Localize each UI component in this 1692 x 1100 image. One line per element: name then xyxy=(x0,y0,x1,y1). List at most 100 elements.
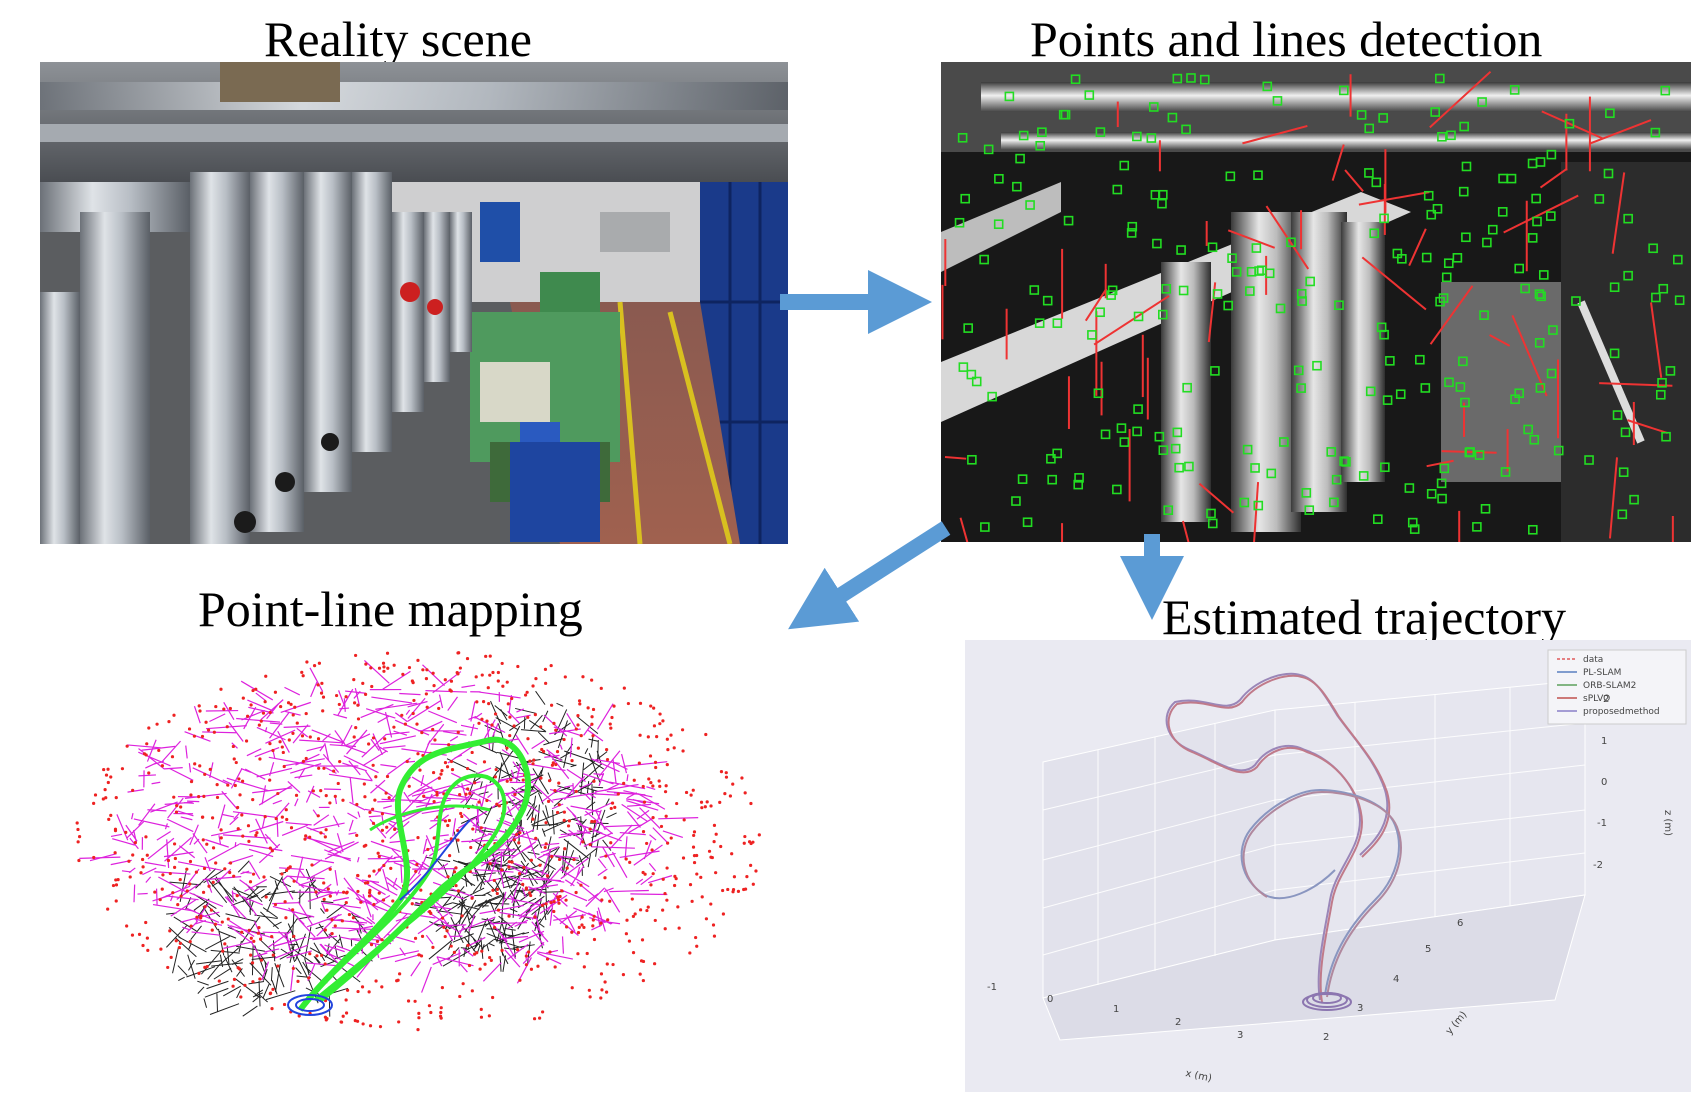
map-point xyxy=(485,798,489,803)
map-line xyxy=(488,835,514,858)
detected-line xyxy=(1539,167,1568,189)
detected-point xyxy=(1262,81,1273,92)
map-black-line xyxy=(497,723,508,751)
map-black-line xyxy=(186,966,216,978)
detected-point xyxy=(1084,90,1095,100)
map-point xyxy=(695,853,699,858)
map-point xyxy=(300,670,304,674)
map-point xyxy=(435,793,439,797)
detected-point xyxy=(1158,445,1169,455)
map-point xyxy=(478,967,482,971)
map-black-line xyxy=(504,927,516,931)
detected-line xyxy=(1408,228,1427,267)
map-line xyxy=(559,744,563,750)
map-line xyxy=(178,845,196,859)
map-black-line xyxy=(580,816,583,838)
map-line xyxy=(313,814,330,826)
map-point xyxy=(659,824,664,829)
map-point xyxy=(237,967,242,971)
detected-point xyxy=(1004,91,1015,102)
map-point xyxy=(322,766,326,770)
map-black-line xyxy=(562,850,565,874)
map-point xyxy=(704,917,709,921)
map-black-line xyxy=(511,929,516,958)
map-black-line xyxy=(486,944,490,952)
detected-point xyxy=(1535,157,1546,167)
detected-point xyxy=(963,323,973,333)
map-black-line xyxy=(578,855,585,869)
detected-point xyxy=(1364,123,1375,134)
map-point xyxy=(185,867,189,871)
detected-point xyxy=(1620,427,1631,438)
map-point xyxy=(541,1010,545,1014)
map-point xyxy=(605,757,610,762)
map-point xyxy=(445,765,450,769)
map-point xyxy=(747,840,752,844)
map-black-line xyxy=(249,900,255,912)
map-point xyxy=(386,666,390,670)
map-point xyxy=(401,672,405,677)
map-point xyxy=(310,863,314,867)
map-point xyxy=(104,773,109,777)
detected-point xyxy=(1305,276,1315,287)
map-line xyxy=(566,806,577,818)
map-line xyxy=(305,785,315,803)
detected-point xyxy=(980,522,990,532)
map-point xyxy=(440,916,445,920)
detected-point xyxy=(1623,213,1633,224)
map-point xyxy=(507,860,511,864)
map-point xyxy=(691,845,696,849)
map-point xyxy=(263,700,267,704)
map-point xyxy=(610,715,614,720)
map-point xyxy=(416,752,420,756)
map-black-line xyxy=(490,902,510,905)
map-point xyxy=(639,908,643,912)
map-line xyxy=(604,783,620,792)
detected-point xyxy=(1312,360,1322,371)
map-point xyxy=(381,839,385,843)
map-black-line xyxy=(495,766,521,782)
map-line xyxy=(474,845,484,854)
map-point xyxy=(321,695,326,699)
map-point xyxy=(411,711,415,716)
map-point xyxy=(241,834,245,838)
map-point xyxy=(653,962,657,966)
map-point xyxy=(427,1004,432,1008)
map-line xyxy=(576,866,581,877)
detected-point xyxy=(1022,517,1033,528)
map-point xyxy=(446,823,450,828)
map-point xyxy=(592,819,597,824)
map-black-line xyxy=(595,839,599,857)
map-line xyxy=(247,699,273,712)
map-point xyxy=(226,783,230,787)
map-point xyxy=(223,867,227,871)
map-black-line xyxy=(210,949,240,954)
map-line xyxy=(597,868,608,876)
map-line xyxy=(411,776,436,791)
detected-point xyxy=(1126,228,1137,238)
map-point xyxy=(268,778,272,782)
map-point xyxy=(648,754,653,758)
map-line xyxy=(428,843,448,857)
map-line xyxy=(266,703,280,720)
map-black-line xyxy=(606,812,617,819)
map-point xyxy=(289,826,294,830)
map-black-line xyxy=(320,900,334,904)
map-line xyxy=(383,805,393,809)
map-line xyxy=(262,931,287,934)
z-tick-label: 1 xyxy=(1601,736,1607,747)
map-point xyxy=(574,789,578,794)
map-point xyxy=(326,887,330,891)
map-point xyxy=(449,759,454,764)
map-point xyxy=(524,886,529,890)
detected-point xyxy=(1648,243,1658,254)
map-point xyxy=(751,882,755,886)
map-point xyxy=(590,819,594,824)
map-black-line xyxy=(535,690,546,705)
map-point xyxy=(257,723,261,727)
map-line xyxy=(507,710,520,724)
map-black-line xyxy=(463,943,478,952)
map-point xyxy=(603,876,607,880)
map-line xyxy=(298,879,317,886)
map-line xyxy=(515,714,531,719)
